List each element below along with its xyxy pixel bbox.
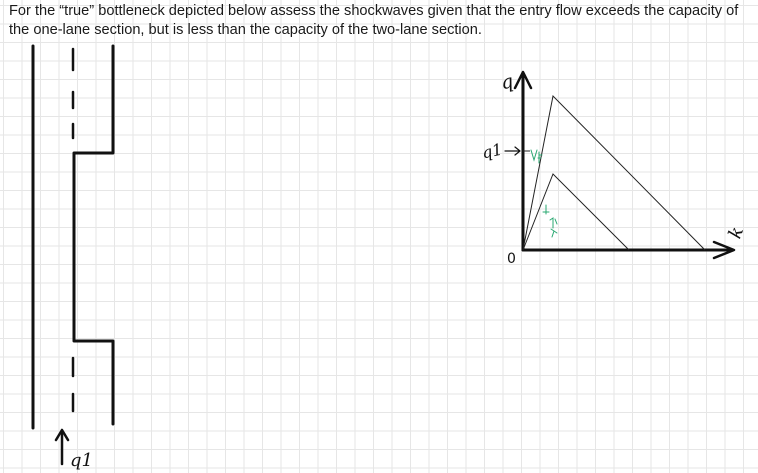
q1-pointer-arrow xyxy=(504,146,521,156)
entry-flow-label: q1 xyxy=(70,450,93,471)
road-right-edge xyxy=(72,44,115,426)
q-axis-arrowhead xyxy=(513,70,533,90)
k-axis-label: k xyxy=(725,224,748,241)
q-axis-label: q xyxy=(499,70,515,94)
origin-label: 0 xyxy=(507,251,516,267)
vf-annotation-lower xyxy=(542,204,558,238)
vf-annotation-upper xyxy=(530,149,543,164)
one-lane-flow-density-triangle xyxy=(522,173,630,251)
question-text: For the “true” bottleneck depicted below… xyxy=(9,3,739,38)
road-bottleneck xyxy=(31,44,115,466)
entry-flow-arrow xyxy=(54,428,70,466)
k-axis-arrowhead xyxy=(712,240,736,260)
two-lane-flow-density-triangle xyxy=(522,94,706,251)
fundamental-diagram xyxy=(504,70,736,260)
q1-level-label: q1 xyxy=(480,140,504,163)
